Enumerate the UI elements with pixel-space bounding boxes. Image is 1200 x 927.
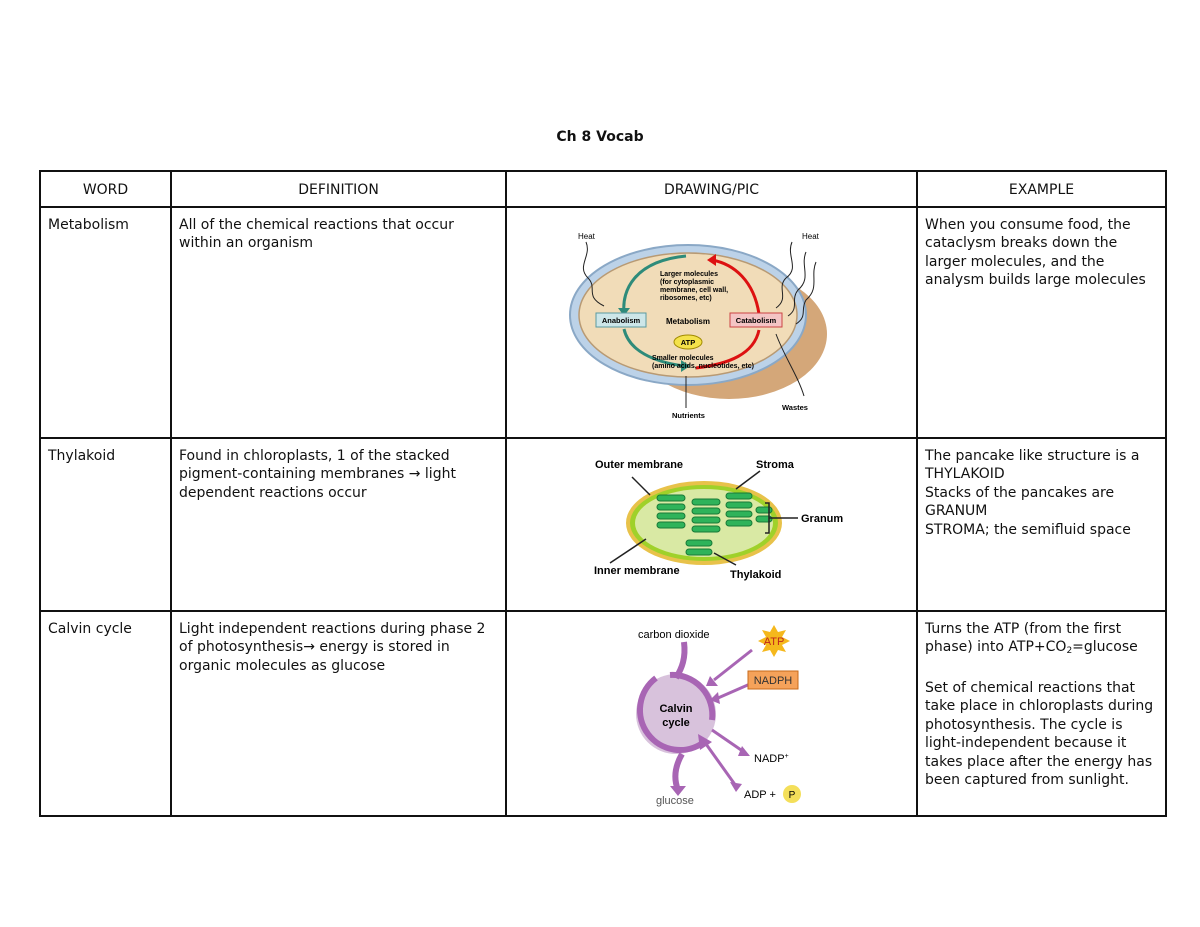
glucose-label: glucose — [656, 795, 694, 807]
smaller-molecules-line2: (amino acids, nucleotides, etc) — [652, 363, 754, 370]
metabolism-diagram: Heat Heat Larger molecules (for cytoplas… — [569, 232, 827, 420]
smaller-molecules-label: Smaller molecules — [652, 355, 714, 362]
granum-label: Granum — [801, 513, 843, 525]
cycle-label: cycle — [662, 717, 690, 729]
table-row: Calvin cycle Light independent reactions… — [39, 609, 1167, 817]
header-drawing: DRAWING/PIC — [505, 170, 918, 208]
table-row: Thylakoid Found in chloroplasts, 1 of th… — [39, 436, 1167, 612]
stroma-label: Stroma — [756, 459, 795, 471]
inner-membrane-label: Inner membrane — [594, 565, 680, 577]
wastes-label: Wastes — [782, 403, 808, 412]
example-cell: The pancake like structure is a THYLAKOI… — [916, 436, 1167, 612]
heat-right-label: Heat — [802, 232, 820, 241]
thylakoid-label: Thylakoid — [730, 569, 781, 581]
word-cell: Metabolism — [39, 205, 172, 439]
drawing-cell: Outer membrane Stroma Granum Inner membr… — [505, 436, 918, 612]
word-cell: Thylakoid — [39, 436, 172, 612]
larger-molecules-line4: ribosomes, etc) — [660, 295, 712, 302]
example-cell: Turns the ATP (from the first phase) int… — [916, 609, 1167, 817]
vocab-table: WORD DEFINITION DRAWING/PIC EXAMPLE Meta… — [39, 170, 1167, 817]
drawing-cell: carbon dioxide ATP NADPH Calvin cycle NA… — [505, 609, 918, 817]
definition-cell: All of the chemical reactions that occur… — [170, 205, 507, 439]
table-row: Metabolism All of the chemical reactions… — [39, 205, 1167, 439]
calvin-label: Calvin — [659, 703, 692, 715]
atp-label: ATP — [764, 636, 785, 648]
header-definition: DEFINITION — [170, 170, 507, 208]
nadph-label: NADPH — [754, 675, 793, 687]
carbon-dioxide-label: carbon dioxide — [638, 629, 710, 641]
heat-left-label: Heat — [578, 232, 596, 241]
larger-molecules-line3: membrane, cell wall, — [660, 287, 728, 294]
header-example: EXAMPLE — [916, 170, 1167, 208]
anabolism-label: Anabolism — [602, 316, 641, 325]
larger-molecules-label: Larger molecules — [660, 271, 718, 278]
outer-membrane-label: Outer membrane — [595, 459, 683, 471]
drawing-cell: Heat Heat Larger molecules (for cytoplas… — [505, 205, 918, 439]
metabolism-label: Metabolism — [666, 317, 710, 326]
atp-label: ATP — [681, 338, 695, 347]
definition-cell: Found in chloroplasts, 1 of the stacked … — [170, 436, 507, 612]
header-word: WORD — [39, 170, 172, 208]
calvin-cycle-diagram: carbon dioxide ATP NADPH Calvin cycle NA… — [636, 624, 801, 807]
adp-label: ADP + — [744, 789, 776, 801]
nutrients-label: Nutrients — [672, 411, 705, 420]
word-cell: Calvin cycle — [39, 609, 172, 817]
example-line: The pancake like structure is a — [925, 447, 1140, 464]
larger-molecules-line2: (for cytoplasmic — [660, 279, 714, 286]
example-paragraph-2: Set of chemical reactions that take plac… — [925, 679, 1154, 789]
chloroplast-diagram: Outer membrane Stroma Granum Inner membr… — [594, 459, 843, 581]
catabolism-label: Catabolism — [736, 316, 777, 325]
document-title: Ch 8 Vocab — [556, 129, 644, 145]
example-cell: When you consume food, the cataclysm bre… — [916, 205, 1167, 439]
example-line: GRANUM — [925, 503, 988, 519]
definition-cell: Light independent reactions during phase… — [170, 609, 507, 817]
example-line: Stacks of the pancakes are — [925, 484, 1115, 501]
example-line: THYLAKOID — [925, 466, 1005, 482]
nadp-label: NADP+ — [754, 753, 789, 765]
example-paragraph-1: Turns the ATP (from the first phase) int… — [925, 620, 1138, 657]
example-line: STROMA; the semifluid space — [925, 521, 1131, 538]
header-row: WORD DEFINITION DRAWING/PIC EXAMPLE — [39, 170, 1167, 208]
phosphate-label: P — [789, 790, 796, 801]
